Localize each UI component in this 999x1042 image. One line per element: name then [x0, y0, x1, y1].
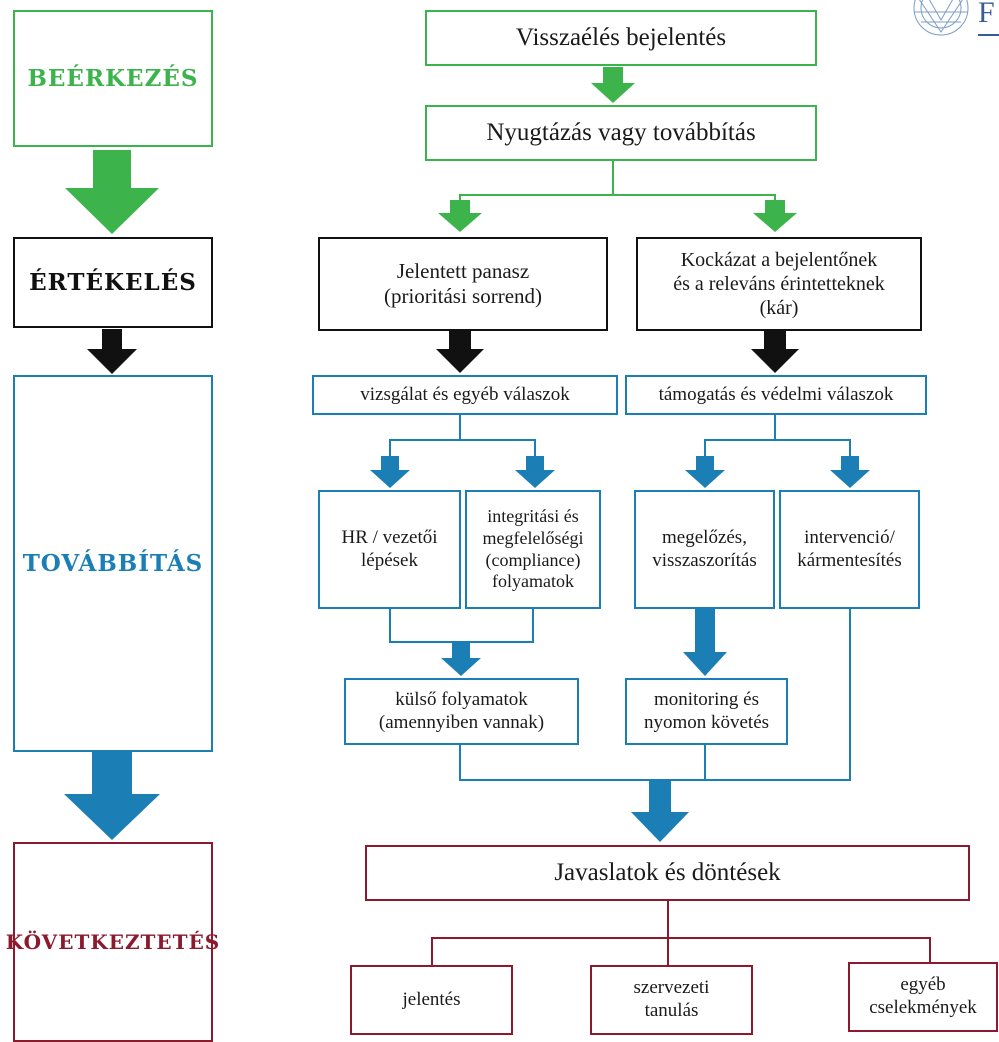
- investigation-box: vizsgálat és egyéb válaszok: [312, 375, 618, 415]
- flow-arrow-risk: [753, 200, 797, 232]
- stage-conclusion: KÖVETKEZTETÉS: [6, 842, 219, 1042]
- stage-intake: BEÉRKEZÉS: [13, 10, 213, 147]
- flow-arrow-support: [751, 331, 799, 373]
- investigation-label: vizsgálat és egyéb válaszok: [360, 383, 570, 405]
- complaint-box: Jelentett panasz (prioritási sorrend): [318, 237, 608, 331]
- report-box: Visszaélés bejelentés: [425, 10, 817, 66]
- connector-investigation-left: [389, 415, 461, 456]
- integrity-box: integritási és megfelelőségi (compliance…: [465, 490, 601, 609]
- connector-merge-external: [389, 609, 534, 643]
- flow-arrow-hr: [370, 456, 410, 488]
- support-box: támogatás és védelmi válaszok: [625, 375, 927, 415]
- connector-investigation-right: [460, 439, 536, 456]
- learning-box: szervezeti tanulás: [590, 965, 753, 1035]
- other-label: egyéb cselekmények: [869, 974, 977, 1018]
- flow-arrow-recommendations: [631, 780, 689, 842]
- prevention-label: megelőzés, visszaszorítás: [652, 526, 757, 571]
- stage-arrow-green: [65, 150, 159, 234]
- risk-box: Kockázat a bejelentőnek és a releváns ér…: [636, 237, 922, 331]
- external-box: külső folyamatok (amennyiben vannak): [344, 678, 579, 745]
- logo-underline: [978, 34, 999, 36]
- stage-conclusion-label: KÖVETKEZTETÉS: [5, 930, 221, 954]
- integrity-label: integritási és megfelelőségi (compliance…: [482, 506, 584, 592]
- flow-arrow-external: [441, 642, 481, 676]
- report-out-box: jelentés: [350, 965, 513, 1035]
- flow-arrow-monitoring: [683, 609, 727, 676]
- flow-arrow-investigation: [436, 331, 484, 373]
- recommendations-label: Javaslatok és döntések: [554, 859, 781, 886]
- report-out-label: jelentés: [402, 988, 461, 1010]
- monitoring-box: monitoring és nyomon követés: [625, 678, 788, 745]
- acknowledge-box: Nyugtázás vagy továbbítás: [425, 105, 817, 161]
- connector-acknowledge-right: [613, 194, 776, 200]
- connector-output-left: [431, 901, 669, 965]
- stage-intake-label: BEÉRKEZÉS: [27, 64, 199, 92]
- intervention-box: intervenció/ kármentesítés: [779, 490, 920, 609]
- complaint-label: Jelentett panasz (prioritási sorrend): [383, 258, 543, 308]
- stage-arrow-blue: [64, 752, 160, 840]
- connector-support-right: [775, 439, 851, 456]
- connector-output-right: [668, 937, 931, 962]
- organization-logo: F: [903, 0, 999, 42]
- stage-assessment-label: ÉRTÉKELÉS: [29, 268, 197, 296]
- hr-box: HR / vezetői lépések: [318, 490, 461, 609]
- prevention-box: megelőzés, visszaszorítás: [634, 490, 775, 609]
- stage-arrow-black: [87, 329, 137, 374]
- flow-arrow-integrity: [515, 456, 555, 488]
- monitoring-label: monitoring és nyomon követés: [643, 688, 770, 733]
- report-label: Visszaélés bejelentés: [515, 24, 727, 51]
- external-label: külső folyamatok (amennyiben vannak): [378, 688, 545, 733]
- stage-referral-label: TOVÁBBÍTÁS: [22, 549, 204, 577]
- flow-arrow-complaint: [438, 200, 482, 232]
- flow-arrow-intervention: [830, 456, 870, 488]
- flow-arrow-prevention: [685, 456, 725, 488]
- stage-assessment: ÉRTÉKELÉS: [13, 237, 213, 328]
- flow-arrow-report: [591, 67, 635, 103]
- other-box: egyéb cselekmények: [848, 962, 998, 1032]
- recommendations-box: Javaslatok és döntések: [365, 845, 970, 901]
- acknowledge-label: Nyugtázás vagy továbbítás: [486, 119, 756, 146]
- intervention-label: intervenció/ kármentesítés: [797, 526, 902, 571]
- stage-referral: TOVÁBBÍTÁS: [13, 375, 213, 752]
- learning-label: szervezeti tanulás: [633, 977, 710, 1021]
- support-label: támogatás és védelmi válaszok: [658, 383, 894, 405]
- risk-label: Kockázat a bejelentőnek és a releváns ér…: [673, 249, 885, 319]
- hr-label: HR / vezetői lépések: [341, 526, 438, 571]
- logo-emblem-icon: [913, 0, 969, 36]
- connector-acknowledge-split: [459, 161, 614, 200]
- logo-letter: F: [978, 0, 995, 29]
- connector-support-left: [704, 415, 776, 456]
